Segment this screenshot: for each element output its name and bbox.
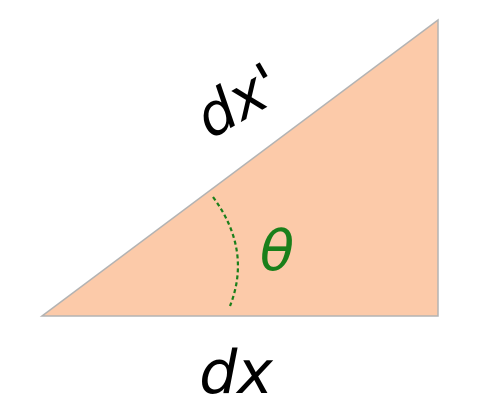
angle-arc bbox=[212, 196, 240, 307]
angle-label: θ bbox=[260, 219, 294, 284]
right-triangle bbox=[39, 18, 439, 317]
base-label: dx bbox=[199, 338, 273, 408]
hypotenuse-label: dx' bbox=[183, 49, 292, 151]
